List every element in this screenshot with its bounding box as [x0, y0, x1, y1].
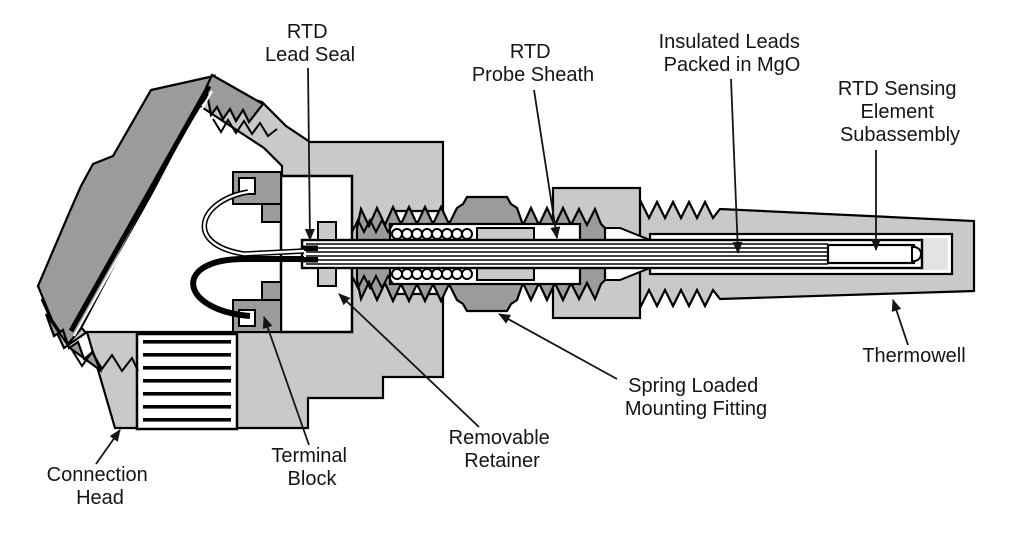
arrow-spring-loaded-fitting: [498, 313, 618, 380]
neck-thread-zigzag: [212, 118, 278, 138]
label-terminal-block: Terminal Block: [271, 445, 352, 490]
label-rtd-sensing-element: RTD Sensing Element Subassembly: [838, 78, 962, 146]
label-rtd-probe-sheath: RTD Probe Sheath: [472, 41, 594, 86]
label-connection-head: Connection Head: [47, 464, 154, 509]
head-thread-zigzags: [71, 118, 278, 373]
probe-sheath-part: [300, 238, 924, 270]
arrow-rtd-probe-sheath: [533, 89, 561, 239]
arrow-insulated-leads: [730, 78, 743, 254]
arrow-terminal-block: [262, 316, 310, 446]
lower-thread-zigzag: [71, 349, 139, 373]
lead-wires: [190, 189, 305, 319]
lid-top-cap: [204, 73, 265, 125]
arrow-thermowell: [891, 299, 909, 346]
nipple-thread-bars: [143, 340, 231, 422]
label-removable-retainer: Removable Retainer: [449, 427, 556, 472]
rtd-sensing-element-part: [826, 243, 916, 265]
leader-arrows: [95, 67, 909, 465]
wire-black: [190, 255, 304, 319]
label-spring-loaded-fitting: Spring Loaded Mounting Fitting: [625, 375, 767, 420]
lid-bottom-cap: [44, 313, 103, 374]
lead-seal-part: [317, 221, 337, 287]
arrow-connection-head: [95, 429, 121, 465]
wire-white-core: [203, 190, 305, 256]
body-bore-threads: [351, 217, 394, 291]
terminal-clamp-top-step: [261, 203, 282, 223]
label-thermowell: Thermowell: [862, 345, 965, 367]
lead-entry-band-top: [302, 245, 318, 251]
arrow-removable-retainer: [338, 293, 480, 428]
label-insulated-leads: Insulated Leads Packed in MgO: [659, 31, 806, 76]
label-rtd-lead-seal: RTD Lead Seal: [265, 21, 355, 66]
sensing-element-tip: [911, 246, 922, 262]
head-conduit-nipple: [135, 332, 239, 431]
terminal-clamp-bottom-step: [261, 281, 282, 301]
lid-cover-plate-gap: [73, 90, 213, 337]
arrow-rtd-lead-seal: [304, 67, 315, 241]
lid-cover-plate: [68, 84, 212, 333]
labels: RTD Lead Seal RTD Probe Sheath Insulated…: [47, 21, 966, 509]
thermowell-bore-end: [920, 238, 948, 270]
lead-entry-band-bottom: [302, 257, 318, 263]
